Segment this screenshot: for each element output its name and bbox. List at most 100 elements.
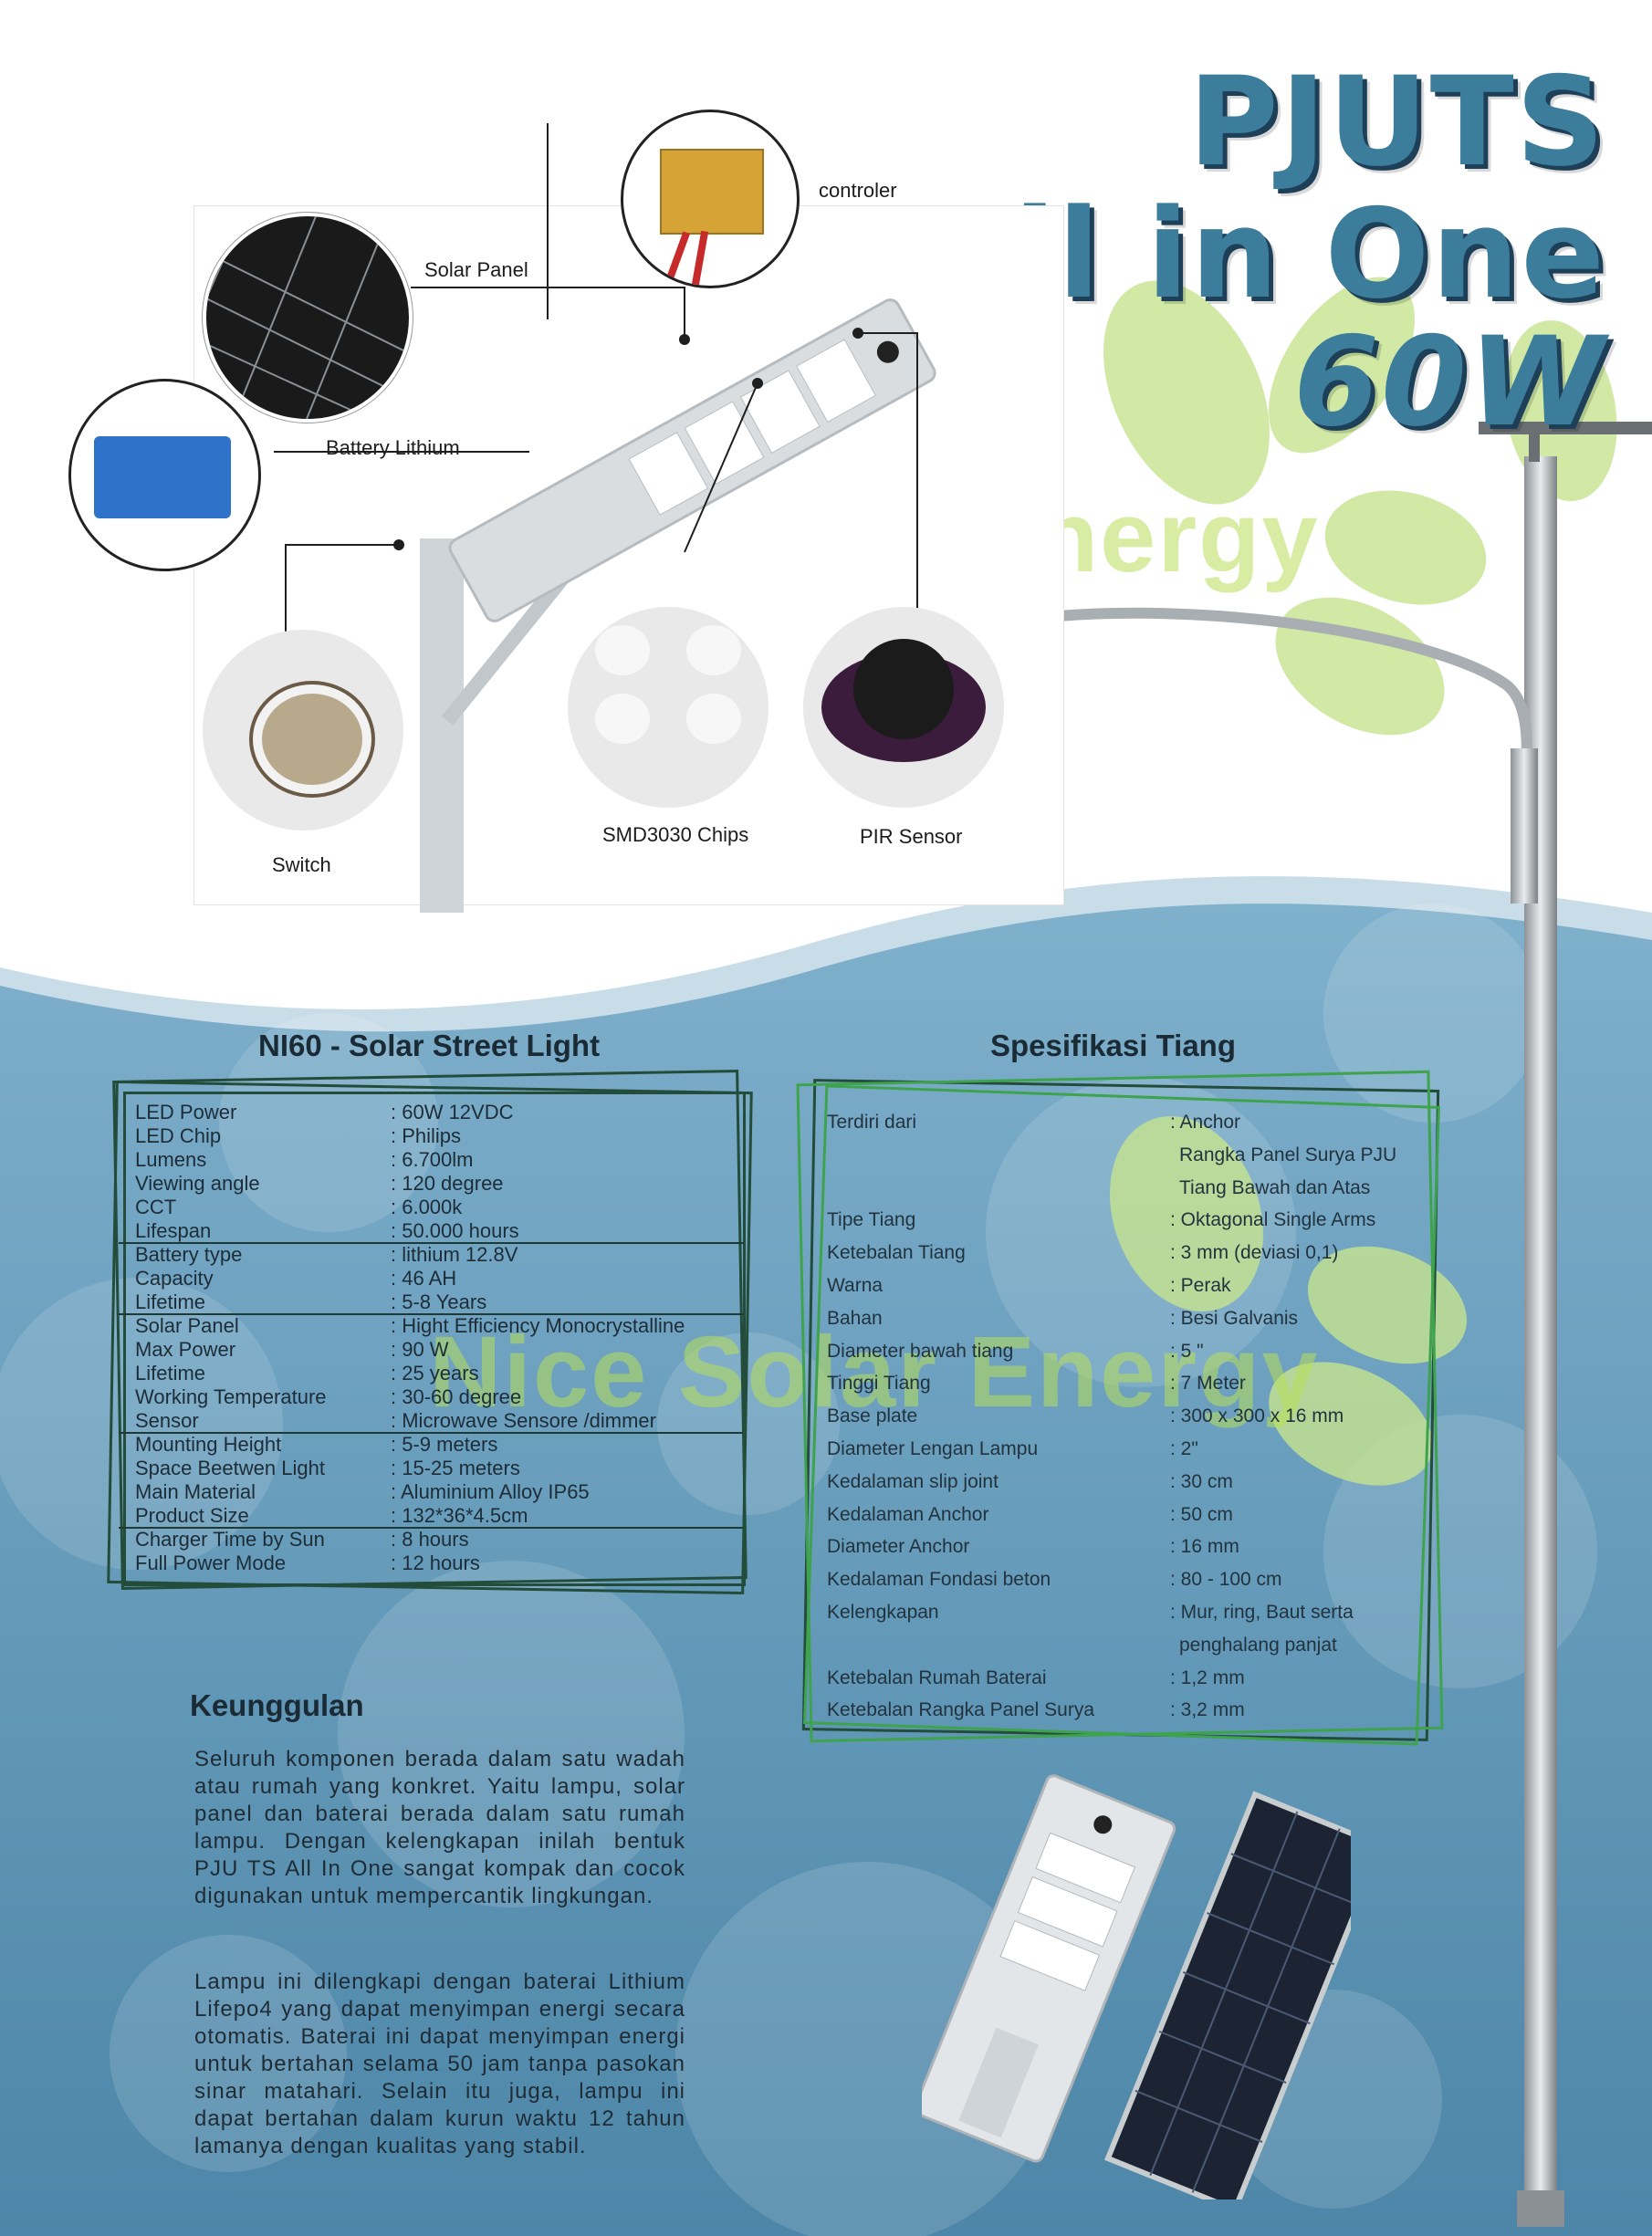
pole-spec-value: penghalang panjat [1179, 1634, 1337, 1656]
pole-spec-value: : 30 cm [1170, 1470, 1233, 1492]
pole-spec-value: : Mur, ring, Baut serta [1170, 1602, 1354, 1623]
product-spec-row: Solar Panel : Hight Efficiency Monocrysta… [135, 1314, 728, 1338]
product-spec-value: : 25 years [391, 1362, 479, 1384]
product-spec-row: Max Power : 90 W [135, 1338, 728, 1362]
pole-spec-label: Kedalaman slip joint [827, 1470, 999, 1492]
product-spec-row: Lifespan : 50.000 hours [135, 1219, 728, 1243]
product-spec-label: LED Power [135, 1101, 237, 1123]
pole-spec-value: : Oktagonal Single Arms [1170, 1209, 1376, 1231]
label-battery: Battery Lithium [326, 436, 460, 459]
label-pir-sensor: PIR Sensor [860, 825, 963, 848]
product-spec-row: LED Power : 60W 12VDC [135, 1101, 728, 1124]
smd-chips-thumbnail [568, 607, 768, 808]
product-spec-row: Lifetime: 5-8 Years [135, 1290, 728, 1314]
pole-spec-value: : Besi Galvanis [1170, 1307, 1299, 1329]
switch-thumbnail [203, 630, 403, 831]
product-spec-label: CCT [135, 1196, 177, 1218]
product-spec-row: Sensor : Microwave Sensore /dimmer [135, 1409, 728, 1433]
product-spec-row: Capacity: 46 AH [135, 1267, 728, 1290]
product-spec-row: Working Temperature : 30-60 degree [135, 1385, 728, 1409]
product-spec-row: CCT : 6.000k [135, 1196, 728, 1219]
product-spec-divider [119, 1527, 743, 1529]
product-spec-value: : 5-9 meters [391, 1433, 498, 1456]
pole-spec-value: : 80 - 100 cm [1170, 1569, 1282, 1591]
solar-panel-thumbnail [203, 213, 413, 423]
pole-spec-label: Tinggi Tiang [827, 1373, 931, 1395]
pole-spec-value: Tiang Bawah dan Atas [1179, 1176, 1371, 1198]
product-spec-divider [119, 1313, 743, 1315]
pole-spec-value: : 1,2 mm [1170, 1667, 1245, 1688]
product-spec-row: LED Chip : Philips [135, 1124, 728, 1148]
product-spec-label: Product Size [135, 1504, 249, 1527]
pole-spec-label: Ketebalan Tiang [827, 1242, 966, 1264]
product-spec-label: Solar Panel [135, 1314, 239, 1337]
product-spec-label: Working Temperature [135, 1385, 327, 1408]
product-spec-label: Lifespan [135, 1219, 212, 1242]
advantages-heading: Keunggulan [190, 1688, 364, 1722]
product-spec-label: Charger Time by Sun [135, 1528, 325, 1551]
product-spec-label: Lifetime [135, 1362, 206, 1384]
pole-spec-label: Kelengkapan [827, 1602, 939, 1623]
product-spec-row: Charger Time by Sun : 8 hours [135, 1528, 728, 1552]
product-spec-value: : 6.000k [391, 1196, 463, 1218]
pole-spec-label: Diameter Lengan Lampu [827, 1438, 1039, 1459]
pole-spec-label: Kedalaman Fondasi beton [827, 1569, 1051, 1591]
product-spec-heading: NI60 - Solar Street Light [258, 1029, 601, 1062]
product-spec-value: : 46 AH [391, 1267, 457, 1290]
product-spec-value: : lithium 12.8V [391, 1243, 518, 1266]
product-spec-divider [119, 1242, 743, 1244]
product-spec-value: : Hight Efficiency Monocrystalline [391, 1314, 685, 1337]
product-spec-row: Lumens : 6.700lm [135, 1148, 728, 1172]
product-spec-value: : 30-60 degree [391, 1385, 522, 1408]
product-spec-row: Full Power Mode : 12 hours [135, 1552, 728, 1575]
product-spec-row: Viewing angle: 120 degree [135, 1172, 728, 1196]
product-spec-value: : Microwave Sensore /dimmer [391, 1409, 656, 1432]
pole-spec-heading: Spesifikasi Tiang [990, 1029, 1236, 1062]
product-spec-value: : 132*36*4.5cm [391, 1504, 528, 1527]
battery-thumbnail [68, 379, 261, 571]
pole-spec-label: Warna [827, 1275, 884, 1296]
pole-spec-label: Ketebalan Rangka Panel Surya [827, 1699, 1095, 1721]
product-spec-value: : Philips [391, 1124, 462, 1147]
product-spec-row: Space Beetwen Light: 15-25 meters [135, 1457, 728, 1480]
product-spec-value: : 6.700lm [391, 1148, 474, 1171]
pole-spec-label: Base plate [827, 1405, 918, 1427]
product-spec-label: Mounting Height [135, 1433, 282, 1456]
product-spec-value: : 8 hours [391, 1528, 469, 1551]
label-controller: controler [819, 179, 897, 202]
product-spec-label: Main Material [135, 1480, 256, 1503]
label-solar-panel: Solar Panel [424, 258, 528, 281]
product-spec-label: Lumens [135, 1148, 207, 1171]
pole-spec-value: Rangka Panel Surya PJU [1179, 1144, 1397, 1165]
product-spec-row: Lifetime : 25 years [135, 1362, 728, 1385]
street-light-pole-illustration [1058, 422, 1652, 2227]
product-spec-value: : 60W 12VDC [391, 1101, 514, 1123]
product-spec-value: : 12 hours [391, 1552, 480, 1574]
product-spec-value: : 15-25 meters [391, 1457, 520, 1479]
product-spec-label: Sensor [135, 1409, 199, 1432]
product-spec-value: : Aluminium Alloy IP65 [391, 1480, 590, 1503]
product-spec-label: Full Power Mode [135, 1552, 287, 1574]
pole-spec-value: : 2" [1170, 1438, 1198, 1459]
controller-thumbnail [621, 110, 800, 288]
product-spec-value: : 90 W [391, 1338, 449, 1361]
watermark-middle: Nice Solar Energy [429, 1316, 1320, 1428]
product-spec-value: : 50.000 hours [391, 1219, 519, 1242]
label-smd-chips: SMD3030 Chips [602, 823, 749, 846]
pole-spec-value: : 16 mm [1170, 1536, 1239, 1558]
product-spec-label: Lifetime [135, 1290, 206, 1313]
pole-spec-label: Kedalaman Anchor [827, 1503, 989, 1525]
product-spec-frame-3 [123, 1092, 746, 1586]
pir-sensor-thumbnail [803, 607, 1004, 808]
title-line-1: PJUTS [1187, 50, 1606, 193]
product-spec-label: LED Chip [135, 1124, 222, 1147]
advantages-paragraph-2: Lampu ini dilengkapi dengan baterai Lith… [194, 1970, 685, 2158]
pole-spec-value: : 7 Meter [1170, 1373, 1246, 1395]
diagram-drawing [274, 123, 936, 913]
pole-spec-value: : 3,2 mm [1170, 1699, 1245, 1721]
pole-spec-label: Bahan [827, 1307, 883, 1329]
product-spec-value: : 120 degree [391, 1172, 504, 1195]
pole-spec-value: : 300 x 300 x 16 mm [1170, 1405, 1344, 1427]
advantages-paragraph-1: Seluruh komponen berada dalam satu wadah… [194, 1747, 685, 1908]
product-spec-label: Max Power [135, 1338, 236, 1361]
